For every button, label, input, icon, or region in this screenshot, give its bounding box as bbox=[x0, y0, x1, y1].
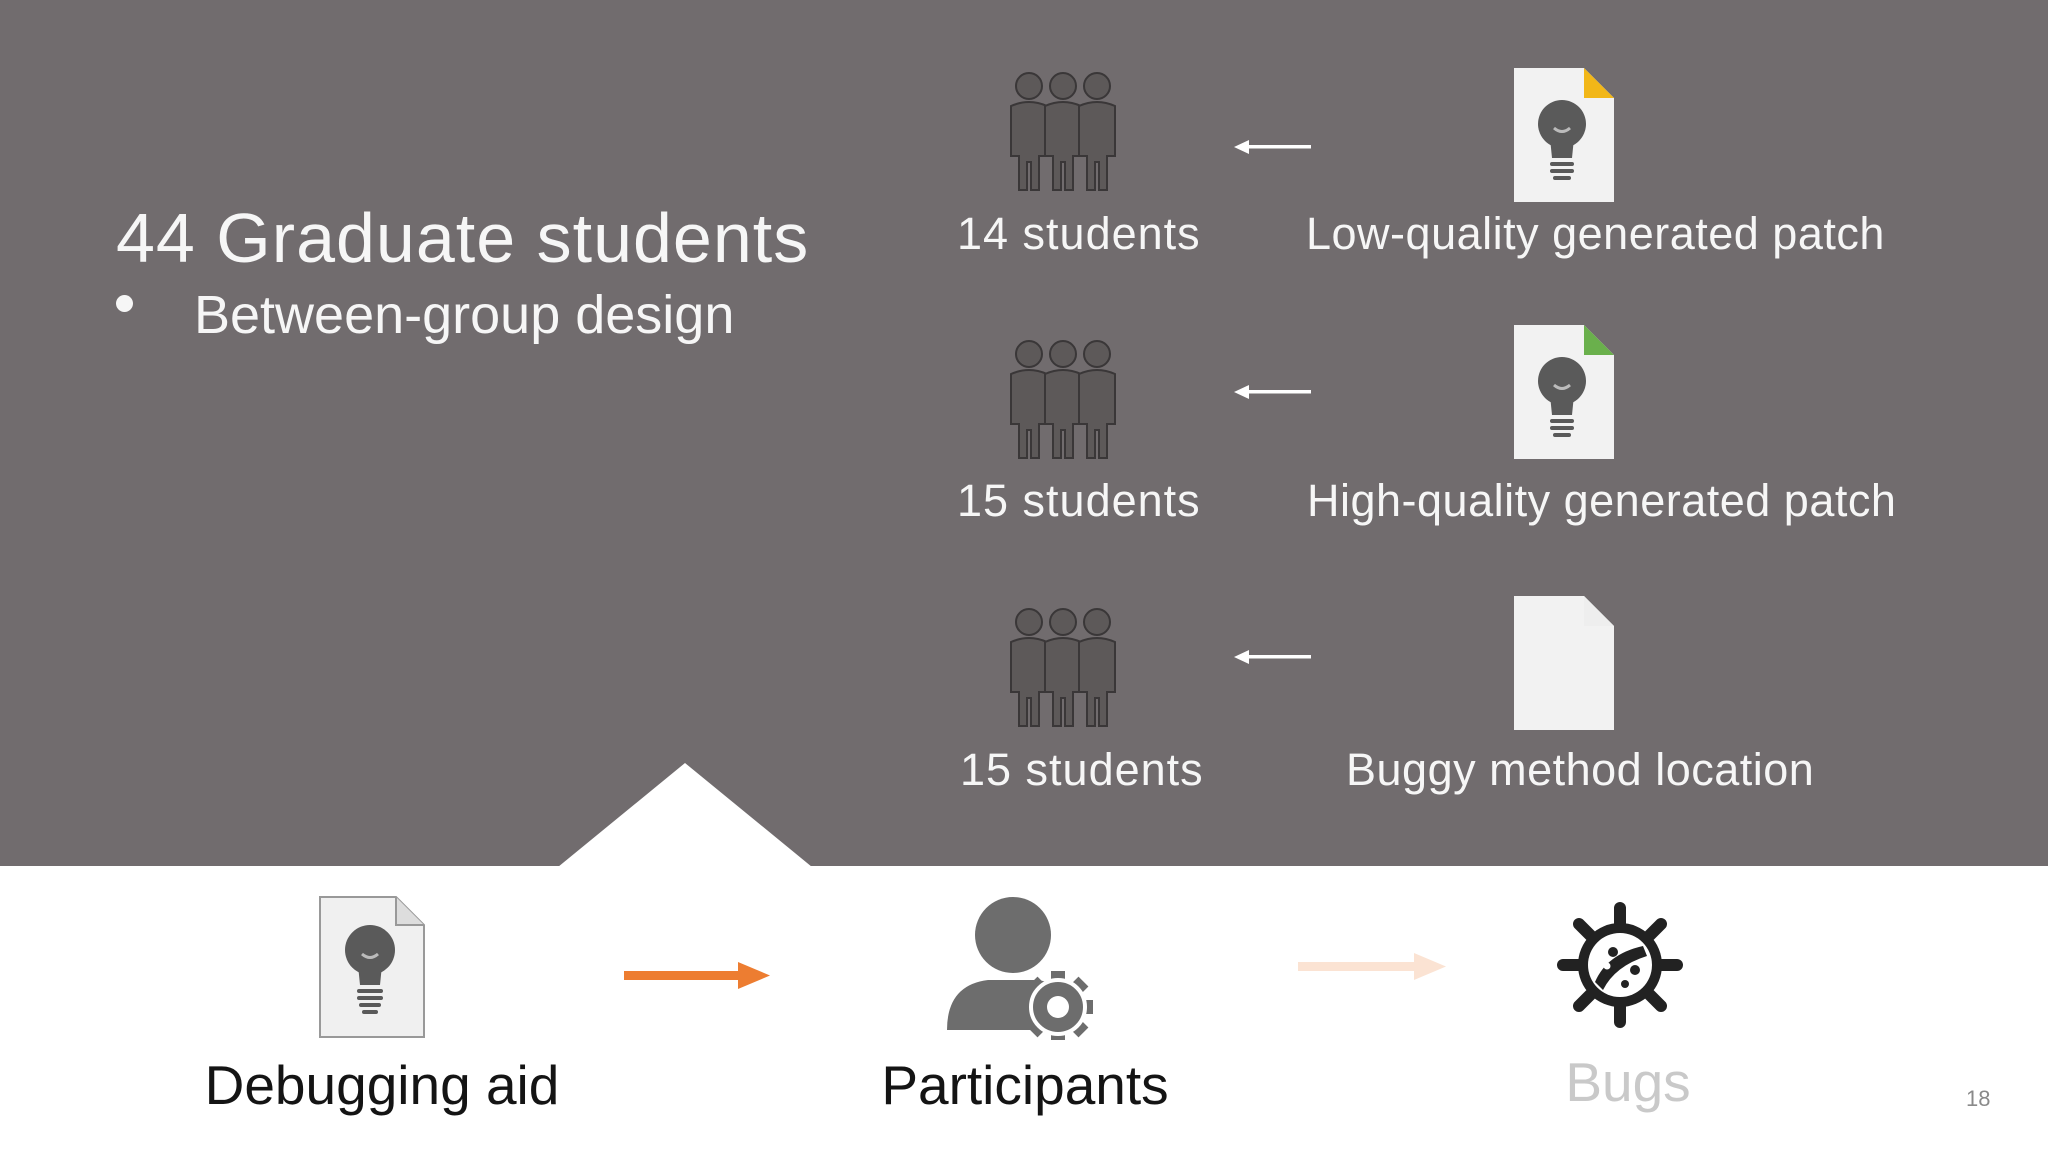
arrow-right-icon bbox=[624, 962, 770, 989]
group-student-count: 15 students bbox=[960, 744, 1204, 795]
flow-label-debugging-aid: Debugging aid bbox=[204, 1054, 560, 1116]
page-number: 18 bbox=[1966, 1086, 1991, 1111]
group-student-count: 15 students bbox=[957, 475, 1201, 526]
group-student-count: 14 students bbox=[957, 208, 1201, 259]
people-group-icon bbox=[1003, 334, 1133, 464]
patch-document-icon bbox=[1512, 66, 1616, 204]
flow-label-participants: Participants bbox=[881, 1054, 1169, 1116]
faded-arrow-right-icon bbox=[1298, 953, 1446, 980]
people-group-icon bbox=[1003, 66, 1133, 196]
person-gear-icon bbox=[947, 897, 1093, 1040]
flow-label-bugs: Bugs bbox=[1565, 1051, 1691, 1113]
arrow-left-icon bbox=[1233, 647, 1313, 667]
bullet-text: Between-group design bbox=[194, 285, 735, 345]
bulb-document-icon bbox=[319, 896, 425, 1038]
document-icon bbox=[1512, 594, 1616, 732]
bug-icon bbox=[1557, 902, 1683, 1028]
current-step-pointer bbox=[558, 763, 812, 867]
bullet-marker bbox=[116, 295, 133, 312]
slide-title: 44 Graduate students bbox=[116, 199, 810, 277]
arrow-left-icon bbox=[1233, 137, 1313, 157]
debugging-aid-label: Buggy method location bbox=[1346, 744, 1815, 795]
debugging-aid-label: Low-quality generated patch bbox=[1306, 208, 1885, 259]
arrow-left-icon bbox=[1233, 382, 1313, 402]
people-group-icon bbox=[1003, 602, 1133, 732]
debugging-aid-label: High-quality generated patch bbox=[1307, 475, 1897, 526]
patch-document-icon bbox=[1512, 323, 1616, 461]
